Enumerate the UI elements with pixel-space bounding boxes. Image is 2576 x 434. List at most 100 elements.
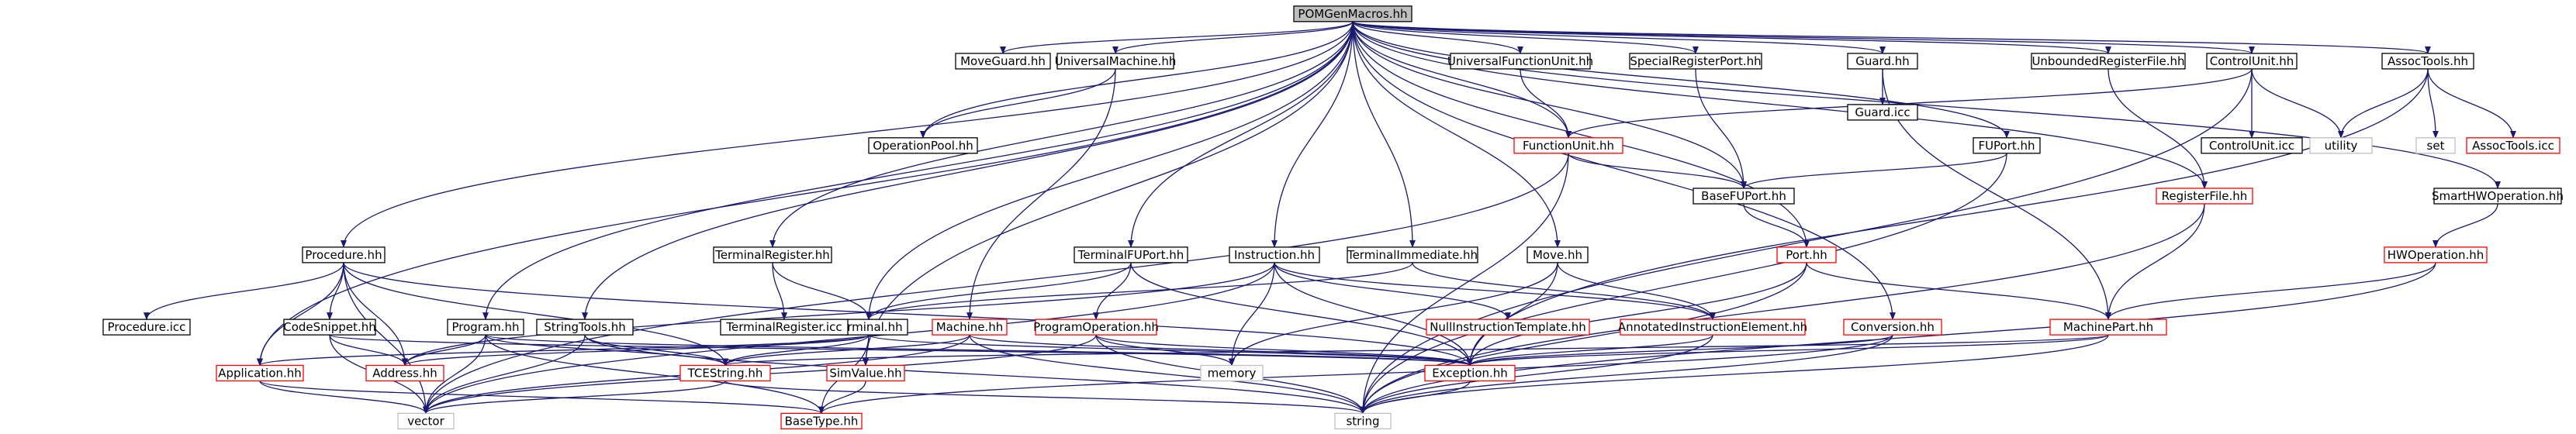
edge-program-to-vector	[423, 335, 486, 415]
node-specialregisterport-hh[interactable]: SpecialRegisterPort.hh	[1629, 53, 1762, 70]
edge-funit-to-vector	[423, 153, 1569, 415]
edge-root-to-univmach	[1112, 21, 1354, 54]
node-hwoperation-hh[interactable]: HWOperation.hh	[2384, 246, 2488, 264]
node-set: set	[2415, 137, 2456, 154]
node-label: SimValue.hh	[829, 367, 901, 381]
node-label: UniversalMachine.hh	[1055, 54, 1177, 68]
edge-root-to-procedure	[341, 21, 1354, 248]
node-procedure-icc[interactable]: Procedure.icc	[102, 319, 191, 336]
edge-hwop-to-string	[1360, 262, 2436, 415]
node-label: POMGenMacros.hh	[1298, 7, 1407, 21]
node-label: MoveGuard.hh	[960, 54, 1046, 68]
node-label: memory	[1208, 367, 1257, 381]
edge-root-to-univfu	[1352, 21, 1523, 54]
edge-machpart-to-tcestr	[722, 334, 2109, 367]
node-box	[932, 319, 1008, 336]
edge-procedure-to-except	[343, 262, 1473, 367]
node-annotatedinstructionelement-hh[interactable]: AnnotatedInstructionElement.hh	[1618, 319, 1807, 336]
edge-root-to-simval	[863, 21, 1354, 367]
node-basetype-hh[interactable]: BaseType.hh	[780, 412, 863, 430]
node-instruction-hh[interactable]: Instruction.hh	[1229, 246, 1320, 264]
edge-instr-to-address	[402, 262, 1275, 367]
node-label: TCEString.hh	[687, 367, 763, 381]
edge-termreg-to-terminal	[772, 262, 872, 321]
edge-tcestr-to-string	[724, 380, 1366, 415]
node-programoperation-hh[interactable]: ProgramOperation.hh	[1033, 319, 1159, 336]
edge-machine-to-string	[969, 335, 1366, 415]
node-label: Guard.icc	[1855, 105, 1910, 119]
node-procedure-hh[interactable]: Procedure.hh	[302, 246, 386, 264]
node-application-hh[interactable]: Application.hh	[216, 364, 304, 382]
node-box	[1620, 319, 1806, 336]
edge-app-to-basetype	[259, 380, 825, 415]
node-stringtools-hh[interactable]: StringTools.hh	[536, 319, 634, 336]
node-label: TerminalFUPort.hh	[1077, 248, 1184, 262]
node-smarthwoperation-hh[interactable]: SmartHWOperation.hh	[2432, 188, 2564, 205]
node-codesnippet-hh[interactable]: CodeSnippet.hh	[283, 319, 376, 336]
edge-conv-to-except	[1467, 334, 1893, 367]
node-program-hh[interactable]: Program.hh	[447, 319, 524, 336]
node-vector: vector	[397, 412, 455, 430]
edge-assoc-to-set	[2427, 68, 2439, 139]
node-unboundedregisterfile-hh[interactable]: UnboundedRegisterFile.hh	[2031, 53, 2186, 70]
node-assoctools-icc[interactable]: AssocTools.icc	[2466, 137, 2560, 154]
node-label: StringTools.hh	[544, 320, 626, 334]
node-port-hh[interactable]: Port.hh	[1776, 246, 1837, 264]
edge-instr-to-memory	[1229, 262, 1275, 367]
node-fuport-hh[interactable]: FUPort.hh	[1973, 137, 2041, 154]
node-operationpool-hh[interactable]: OperationPool.hh	[868, 137, 978, 154]
edge-strtools-to-tcestr	[584, 334, 728, 367]
node-registerfile-hh[interactable]: RegisterFile.hh	[2156, 188, 2253, 205]
node-controlunit-hh[interactable]: ControlUnit.hh	[2206, 53, 2298, 70]
node-string: string	[1334, 412, 1392, 430]
node-label: TerminalRegister.hh	[714, 248, 830, 262]
edge-root-to-guard	[1352, 21, 1886, 54]
edge-root-to-moveguard	[1000, 21, 1354, 54]
node-universalfunctionunit-hh[interactable]: UniversalFunctionUnit.hh	[1447, 53, 1593, 70]
node-simvalue-hh[interactable]: SimValue.hh	[826, 364, 905, 382]
node-nullinstructiontemplate-hh[interactable]: NullInstructionTemplate.hh	[1426, 319, 1590, 336]
node-terminalfuport-hh[interactable]: TerminalFUPort.hh	[1074, 246, 1188, 264]
node-conversion-hh[interactable]: Conversion.hh	[1843, 319, 1942, 336]
edge-hwop-to-machpart	[2105, 262, 2436, 321]
edge-root-to-assoc	[1352, 21, 2431, 54]
node-terminalimmediate-hh[interactable]: TerminalImmediate.hh	[1347, 246, 1478, 264]
node-address-hh[interactable]: Address.hh	[365, 364, 444, 382]
node-controlunit-icc[interactable]: ControlUnit.icc	[2201, 137, 2303, 154]
node-moveguard-hh[interactable]: MoveGuard.hh	[955, 53, 1051, 70]
node-machinepart-hh[interactable]: MachinePart.hh	[2049, 319, 2167, 336]
edge-root-to-app	[257, 21, 1354, 367]
edge-termfu-to-terminal	[866, 262, 1132, 321]
node-box	[713, 246, 832, 264]
edge-root-to-termimm	[1352, 21, 1416, 248]
node-box	[1347, 246, 1478, 264]
edge-regfile-to-machpart	[2105, 203, 2205, 321]
node-terminalregister-hh[interactable]: TerminalRegister.hh	[713, 246, 832, 264]
node-guard-hh[interactable]: Guard.hh	[1847, 53, 1918, 70]
node-label: CodeSnippet.hh	[283, 320, 376, 334]
edge-program-to-basetype	[485, 335, 825, 415]
node-guard-icc[interactable]: Guard.icc	[1847, 104, 1918, 121]
edge-termfu-to-progop	[1093, 262, 1132, 321]
node-box	[1629, 53, 1762, 70]
node-exception-hh[interactable]: Exception.hh	[1424, 364, 1516, 382]
node-machine-hh[interactable]: Machine.hh	[932, 319, 1008, 336]
node-tcestring-hh[interactable]: TCEString.hh	[679, 364, 771, 382]
edge-fuport-to-basefu	[1741, 153, 2007, 189]
edge-termimm-to-terminal	[866, 262, 1413, 321]
node-universalmachine-hh[interactable]: UniversalMachine.hh	[1055, 53, 1177, 70]
node-box	[2415, 137, 2456, 154]
node-label: Program.hh	[451, 320, 519, 334]
edge-termreg-to-termregicc	[772, 262, 787, 321]
node-basefuport-hh[interactable]: BaseFUPort.hh	[1693, 188, 1795, 205]
node-box	[102, 319, 191, 336]
edge-univfu-to-funit	[1520, 68, 1572, 139]
node-functionunit-hh[interactable]: FunctionUnit.hh	[1513, 137, 1623, 154]
node-assoctools-hh[interactable]: AssocTools.hh	[2381, 53, 2474, 70]
node-pomgenmacros-hh[interactable]: POMGenMacros.hh	[1293, 5, 1412, 22]
edge-except-to-string	[1360, 381, 1471, 415]
node-move-hh[interactable]: Move.hh	[1527, 246, 1589, 264]
node-box	[2466, 137, 2560, 154]
node-terminalregister-icc[interactable]: TerminalRegister.icc	[720, 319, 849, 336]
node-label: Application.hh	[218, 367, 302, 381]
